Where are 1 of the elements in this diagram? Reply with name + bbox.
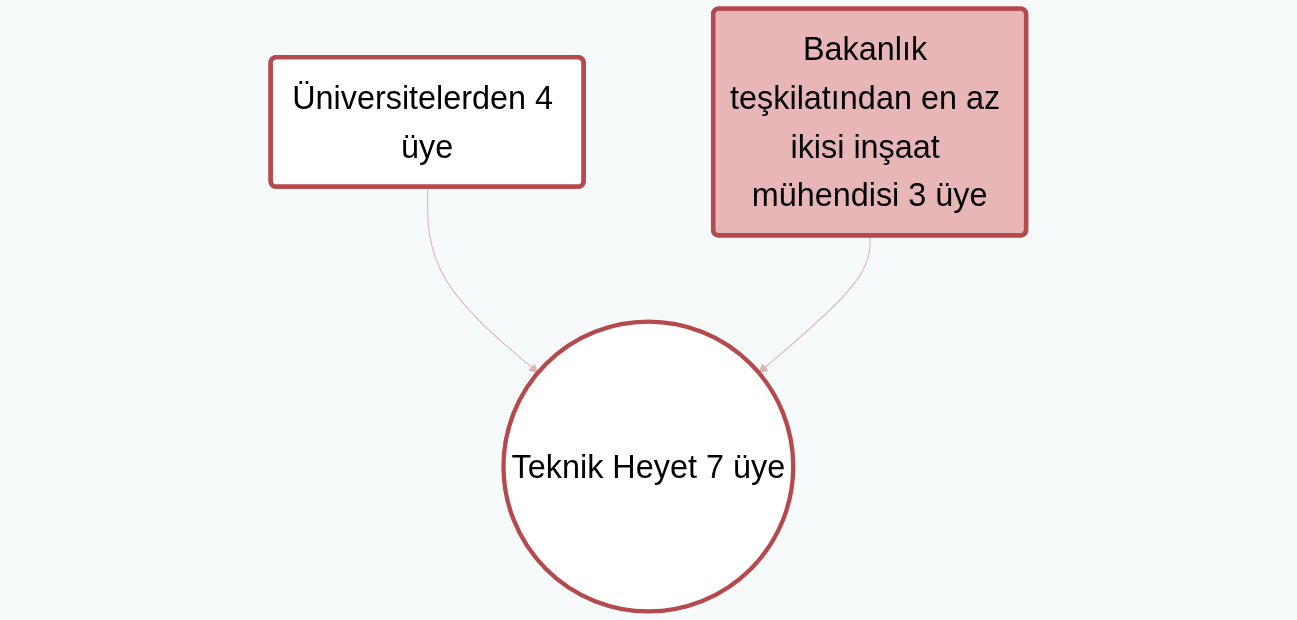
node-circle: Teknik Heyet 7 üye — [501, 319, 796, 614]
